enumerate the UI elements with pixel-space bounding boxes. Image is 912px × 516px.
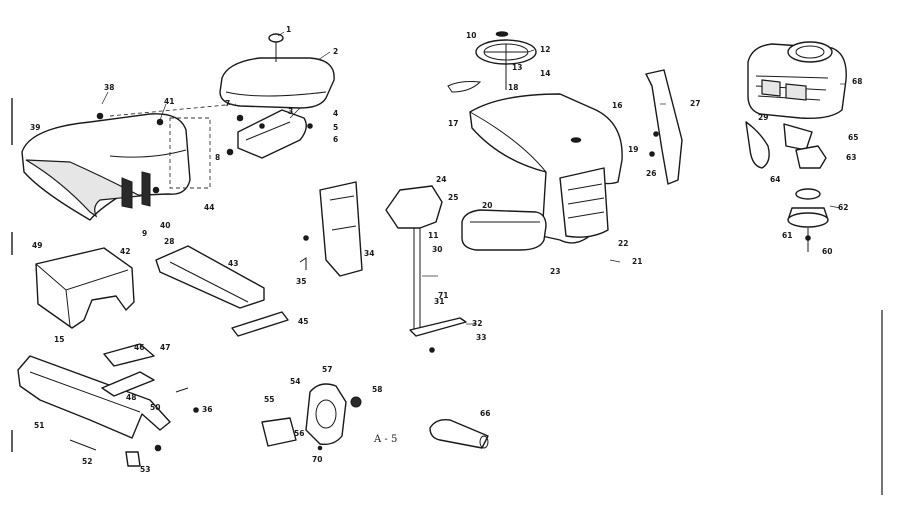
- callout-29: 29: [758, 113, 768, 122]
- steering-wheel: [447, 31, 537, 93]
- callout-16: 16: [612, 101, 622, 110]
- callout-52: 52: [82, 457, 92, 466]
- callout-25: 25: [448, 193, 458, 202]
- callout-62: 62: [838, 203, 848, 212]
- callout-68: 68: [852, 77, 862, 86]
- callout-57: 57: [322, 365, 332, 374]
- callout-40: 40: [160, 221, 170, 230]
- callout-56: 56: [294, 429, 304, 438]
- callout-3: 3: [288, 107, 293, 116]
- callout-71: 71: [438, 291, 448, 300]
- callout-27: 27: [690, 99, 700, 108]
- callout-15: 15: [54, 335, 64, 344]
- callout-47: 47: [160, 343, 170, 352]
- callout-33: 33: [476, 333, 486, 342]
- callout-54: 54: [290, 377, 300, 386]
- callout-41: 41: [164, 97, 174, 106]
- callout-31: 31: [434, 297, 444, 306]
- hood-support-bracket: [645, 69, 683, 185]
- engine-pulley: [787, 188, 829, 252]
- seat-assembly: [219, 33, 335, 159]
- rear-guard: [35, 247, 135, 329]
- callout-35: 35: [296, 277, 306, 286]
- callout-70: 70: [312, 455, 322, 464]
- callout-23: 23: [550, 267, 560, 276]
- callout-53: 53: [140, 465, 150, 474]
- callout-5: 5: [333, 123, 338, 132]
- callout-49: 49: [32, 241, 42, 250]
- callout-21: 21: [632, 257, 642, 266]
- callout-48: 48: [126, 393, 136, 402]
- callout-22: 22: [618, 239, 628, 248]
- callout-24: 24: [436, 175, 446, 184]
- callout-28: 28: [164, 237, 174, 246]
- callout-14: 14: [540, 69, 550, 78]
- callout-30: 30: [432, 245, 442, 254]
- sheet-label: A - 5: [373, 434, 397, 445]
- callout-64: 64: [770, 175, 780, 184]
- callout-55: 55: [264, 395, 274, 404]
- hood-body: [461, 93, 623, 251]
- callout-8: 8: [215, 153, 220, 162]
- callout-36: 36: [202, 405, 212, 414]
- callout-45: 45: [298, 317, 308, 326]
- callout-labels: 1 2 3 4 5 6 7 8 9 10 11 12 13 14 15 16 1…: [30, 25, 862, 474]
- callout-66: 66: [480, 409, 490, 418]
- callout-58: 58: [372, 385, 382, 394]
- callout-38: 38: [104, 83, 114, 92]
- callout-11: 11: [428, 231, 438, 240]
- console-pedestal: [299, 181, 467, 353]
- callout-63: 63: [846, 153, 856, 162]
- fender-hood: [21, 103, 237, 221]
- callout-34: 34: [364, 249, 374, 258]
- callout-26: 26: [646, 169, 656, 178]
- callout-44: 44: [204, 203, 214, 212]
- callout-39: 39: [30, 123, 40, 132]
- callout-65: 65: [848, 133, 858, 142]
- callout-9: 9: [142, 229, 147, 238]
- callout-20: 20: [482, 201, 492, 210]
- callout-32: 32: [472, 319, 482, 328]
- front-axle: [17, 343, 199, 467]
- callout-50: 50: [150, 403, 160, 412]
- discharge-chute: [429, 418, 489, 449]
- callout-6: 6: [333, 135, 338, 144]
- callout-10: 10: [466, 31, 476, 40]
- floor-plate: [155, 245, 289, 337]
- starter-motor: [261, 383, 362, 451]
- callout-18: 18: [508, 83, 518, 92]
- callout-12: 12: [540, 45, 550, 54]
- callout-19: 19: [628, 145, 638, 154]
- callout-13: 13: [512, 63, 522, 72]
- callout-51: 51: [34, 421, 44, 430]
- callout-43: 43: [228, 259, 238, 268]
- callout-42: 42: [120, 247, 130, 256]
- callout-7: 7: [225, 99, 230, 108]
- callout-46: 46: [134, 343, 144, 352]
- callout-61: 61: [782, 231, 792, 240]
- callout-60: 60: [822, 247, 832, 256]
- engine: [745, 41, 847, 169]
- callout-4: 4: [333, 109, 338, 118]
- callout-1: 1: [286, 25, 291, 34]
- callout-17: 17: [448, 119, 458, 128]
- callout-leaders: [101, 31, 846, 325]
- callout-2: 2: [333, 47, 338, 56]
